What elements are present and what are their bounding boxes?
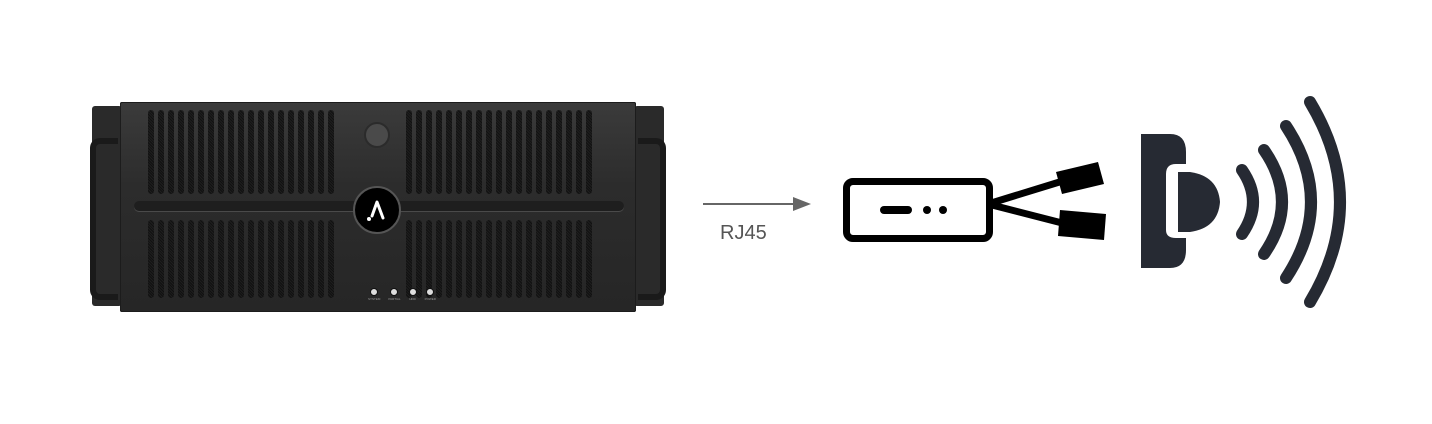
vent-slot: [446, 220, 452, 298]
vent-slot: [466, 110, 472, 194]
connection-label: RJ45: [720, 222, 767, 244]
vent-slot: [476, 110, 482, 194]
led-partial: PARTIAL: [388, 288, 401, 301]
vent-slot: [546, 110, 552, 194]
vent-slot: [546, 220, 552, 298]
vent-slot: [258, 220, 264, 298]
connection-arrow-line: [703, 203, 795, 205]
vent-slot: [536, 220, 542, 298]
vent-slot: [566, 110, 572, 194]
network-adapter-icon: [843, 178, 993, 242]
vent-slot: [586, 220, 592, 298]
vent-slot: [436, 110, 442, 194]
vent-slot: [158, 110, 164, 194]
vent-slot: [288, 220, 294, 298]
vent-slot: [328, 220, 334, 298]
vent-grille-bottom-left: [148, 220, 334, 298]
arrow-head-icon: [793, 197, 811, 211]
vent-slot: [506, 110, 512, 194]
vent-slot: [406, 110, 412, 194]
vent-slot: [258, 110, 264, 194]
vent-slot: [516, 110, 522, 194]
vent-slot: [308, 110, 314, 194]
vent-slot: [148, 220, 154, 298]
vent-slot: [526, 110, 532, 194]
key-lock-icon: [364, 122, 390, 148]
vent-slot: [586, 110, 592, 194]
vent-slot: [218, 220, 224, 298]
vent-slot: [218, 110, 224, 194]
vent-slot: [406, 220, 412, 298]
vent-slot: [446, 110, 452, 194]
led-power: POWER: [425, 288, 436, 301]
vent-grille-top-right: [406, 110, 592, 194]
vent-slot: [426, 110, 432, 194]
vent-slot: [208, 220, 214, 298]
server-chassis: SYSTEM PARTIAL HDD POWER: [120, 102, 636, 312]
vent-grille-top-left: [148, 110, 334, 194]
vent-slot: [318, 220, 324, 298]
vent-slot: [248, 110, 254, 194]
vent-slot: [536, 110, 542, 194]
vent-slot: [188, 220, 194, 298]
vent-slot: [496, 110, 502, 194]
vent-slot: [556, 110, 562, 194]
vent-slot: [248, 220, 254, 298]
vent-slot: [476, 220, 482, 298]
led-system: SYSTEM: [368, 288, 380, 301]
vent-slot: [576, 110, 582, 194]
vent-slot: [238, 110, 244, 194]
vent-slot: [288, 110, 294, 194]
vent-slot: [198, 220, 204, 298]
vent-slot: [198, 110, 204, 194]
speaker-sound-waves-icon: [1141, 96, 1346, 308]
vent-slot: [526, 220, 532, 298]
handle-right: [638, 138, 666, 300]
rack-server-image: SYSTEM PARTIAL HDD POWER: [90, 100, 666, 313]
led-hdd: HDD: [408, 288, 417, 301]
vent-slot: [298, 220, 304, 298]
vent-slot: [238, 220, 244, 298]
vent-slot: [298, 110, 304, 194]
vent-slot: [328, 110, 334, 194]
vent-slot: [308, 220, 314, 298]
vent-slot: [268, 220, 274, 298]
vent-slot: [416, 220, 422, 298]
vent-slot: [426, 220, 432, 298]
vent-slot: [318, 110, 324, 194]
vent-slot: [178, 110, 184, 194]
vent-slot: [416, 110, 422, 194]
vent-slot: [456, 220, 462, 298]
vent-slot: [148, 110, 154, 194]
handle-left: [90, 138, 118, 300]
vent-slot: [516, 220, 522, 298]
vent-grille-bottom-right: [406, 220, 592, 298]
vent-slot: [506, 220, 512, 298]
vent-slot: [436, 220, 442, 298]
vent-slot: [208, 110, 214, 194]
vent-slot: [486, 110, 492, 194]
status-leds: SYSTEM PARTIAL HDD POWER: [368, 288, 436, 301]
vent-slot: [566, 220, 572, 298]
vent-slot: [268, 110, 274, 194]
logo-badge-icon: [353, 186, 401, 234]
vent-slot: [168, 220, 174, 298]
split-cable-icon: [986, 162, 1106, 240]
vent-slot: [456, 110, 462, 194]
vent-slot: [158, 220, 164, 298]
vent-slot: [178, 220, 184, 298]
vent-slot: [556, 220, 562, 298]
vent-slot: [278, 220, 284, 298]
vent-slot: [466, 220, 472, 298]
vent-slot: [228, 110, 234, 194]
vent-slot: [228, 220, 234, 298]
vent-slot: [496, 220, 502, 298]
vent-slot: [168, 110, 174, 194]
vent-slot: [188, 110, 194, 194]
vent-slot: [486, 220, 492, 298]
vent-slot: [278, 110, 284, 194]
vent-slot: [576, 220, 582, 298]
